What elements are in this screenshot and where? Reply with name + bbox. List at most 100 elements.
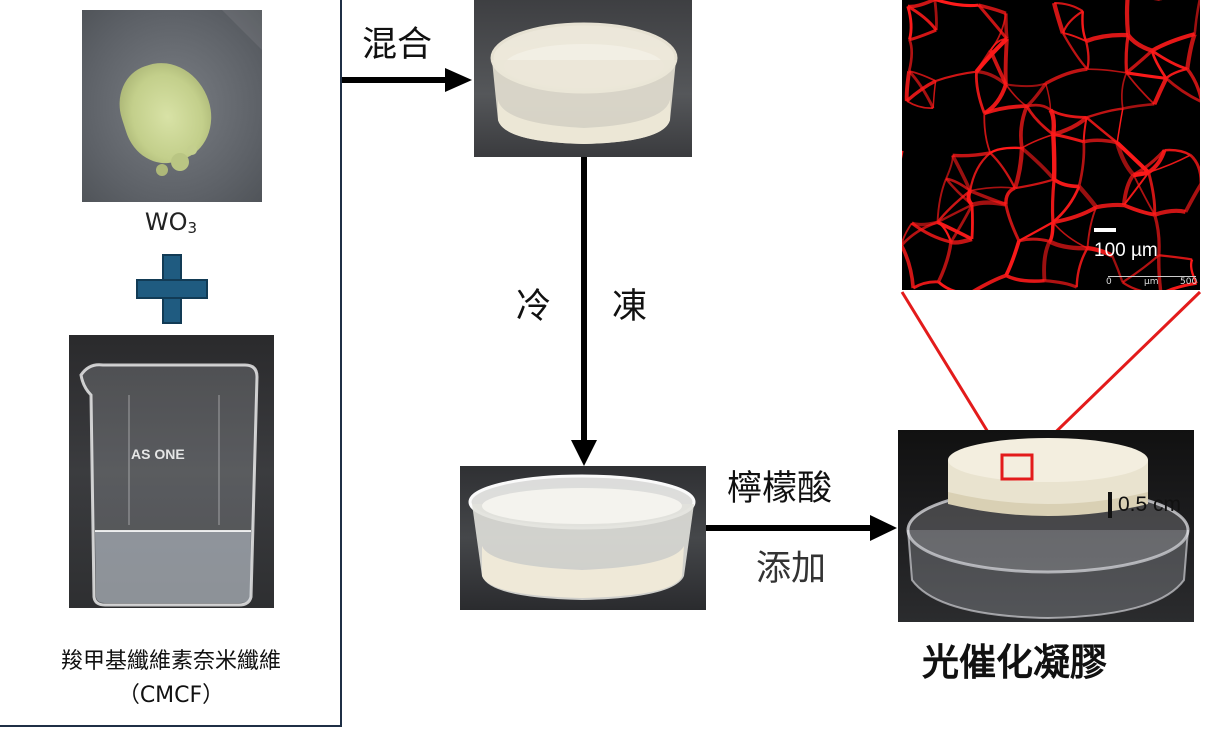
network-strand xyxy=(1122,102,1155,110)
citric-acid-label: 檸檬酸 xyxy=(727,469,833,509)
network-strand xyxy=(972,273,1007,290)
network-strand xyxy=(974,71,986,114)
network-strand xyxy=(1121,254,1160,284)
network-strand xyxy=(1154,208,1186,217)
callout-line-left xyxy=(900,291,1004,456)
network-strand xyxy=(969,186,1016,192)
network-strand xyxy=(1164,148,1192,157)
network-strand xyxy=(1111,255,1124,283)
network-strand xyxy=(1061,10,1084,34)
cmcf-beaker-photo: AS ONE xyxy=(69,335,274,608)
network-strand xyxy=(936,241,953,283)
freeze-label-1: 冷 xyxy=(516,287,552,327)
network-strand xyxy=(1003,38,1009,85)
network-strand xyxy=(907,0,936,9)
add-label: 添加 xyxy=(756,549,827,589)
network-strand xyxy=(971,200,1007,207)
network-strand xyxy=(909,28,937,42)
network-strand xyxy=(1004,13,1009,40)
network-strand xyxy=(1050,179,1056,223)
network-strand xyxy=(1087,68,1127,74)
network-strand xyxy=(906,100,934,110)
network-strand xyxy=(1185,67,1200,102)
network-strand xyxy=(1019,105,1029,149)
ruler-unit: µm xyxy=(1144,277,1159,287)
zoom-region-box xyxy=(1000,453,1034,481)
network-strand xyxy=(935,70,977,83)
network-strand xyxy=(952,151,991,158)
network-strand xyxy=(936,203,973,224)
network-strand xyxy=(1085,32,1129,44)
wo3-label: WO3 xyxy=(144,208,198,237)
network-strand xyxy=(936,220,973,241)
network-strand xyxy=(970,204,974,240)
network-strand xyxy=(933,0,938,31)
network-strand xyxy=(1044,67,1088,85)
thickness-label: 0.5 cm xyxy=(1118,493,1182,516)
plus-icon xyxy=(136,254,208,324)
network-strand xyxy=(907,5,938,32)
network-strand xyxy=(1115,141,1150,174)
network-strand xyxy=(966,189,974,207)
network-strand xyxy=(902,244,916,289)
network-strand xyxy=(976,70,1007,86)
freeze-arrow-head xyxy=(571,440,597,466)
network-strand xyxy=(906,5,913,41)
network-strand xyxy=(902,220,938,247)
mixed-dish-photo xyxy=(474,0,692,157)
network-strand xyxy=(1077,184,1098,209)
network-strand xyxy=(1086,206,1098,249)
scale-bar xyxy=(1094,228,1116,232)
network-strand xyxy=(1132,174,1156,216)
network-strand xyxy=(1125,49,1154,75)
network-strand xyxy=(1052,205,1098,225)
network-strand xyxy=(1081,11,1088,42)
network-strand xyxy=(1126,71,1167,80)
network-strand xyxy=(950,236,973,245)
micrograph-image: 100 µm 0 µm 500 xyxy=(902,0,1200,290)
network-strand xyxy=(1153,214,1161,256)
network-strand xyxy=(1077,141,1086,187)
network-strand xyxy=(1048,222,1055,243)
network-strand xyxy=(1051,134,1057,180)
network-strand xyxy=(1165,281,1197,290)
cmcf-name: 羧甲基纖維素奈米纖維 xyxy=(60,649,281,674)
network-strand xyxy=(1116,108,1124,143)
network-strand xyxy=(1123,203,1156,217)
network-strand xyxy=(1004,186,1016,205)
scale-bar-label: 100 µm xyxy=(1094,240,1158,261)
mix-arrow-head xyxy=(445,68,472,92)
network-strand xyxy=(1004,204,1021,242)
network-strand xyxy=(910,221,952,244)
network-strand xyxy=(1052,177,1080,189)
network-strand xyxy=(1125,72,1155,105)
network-strand xyxy=(1025,105,1055,136)
network-strand xyxy=(1165,67,1188,80)
photocatalytic-gel-title: 光催化凝膠 xyxy=(922,641,1107,684)
network-strand xyxy=(902,222,913,246)
network-strand xyxy=(1189,259,1198,284)
network-strand xyxy=(934,0,979,8)
wo3-powder-photo xyxy=(82,10,262,202)
network-strand xyxy=(1020,146,1056,181)
network-strand xyxy=(989,152,1016,189)
network-strand xyxy=(1157,255,1163,290)
network-strand xyxy=(1052,115,1088,137)
network-strand xyxy=(1152,77,1169,106)
network-strand xyxy=(1012,147,1025,189)
network-strand xyxy=(1126,33,1153,53)
network-strand xyxy=(1147,172,1157,215)
network-strand xyxy=(932,80,937,109)
network-strand xyxy=(1026,103,1052,111)
network-strand xyxy=(1158,254,1193,261)
mix-label: 混合 xyxy=(362,25,433,65)
network-strand xyxy=(1075,247,1089,288)
network-strand xyxy=(1165,77,1200,103)
cmcf-abbr: （CMCF） xyxy=(117,683,225,708)
network-strand xyxy=(1005,82,1047,88)
network-strand xyxy=(1044,279,1078,289)
network-strand xyxy=(1054,1,1084,13)
ruler-end: 500 xyxy=(1180,277,1198,287)
network-strand xyxy=(1048,239,1088,251)
ruler-start: 0 xyxy=(1106,277,1112,287)
